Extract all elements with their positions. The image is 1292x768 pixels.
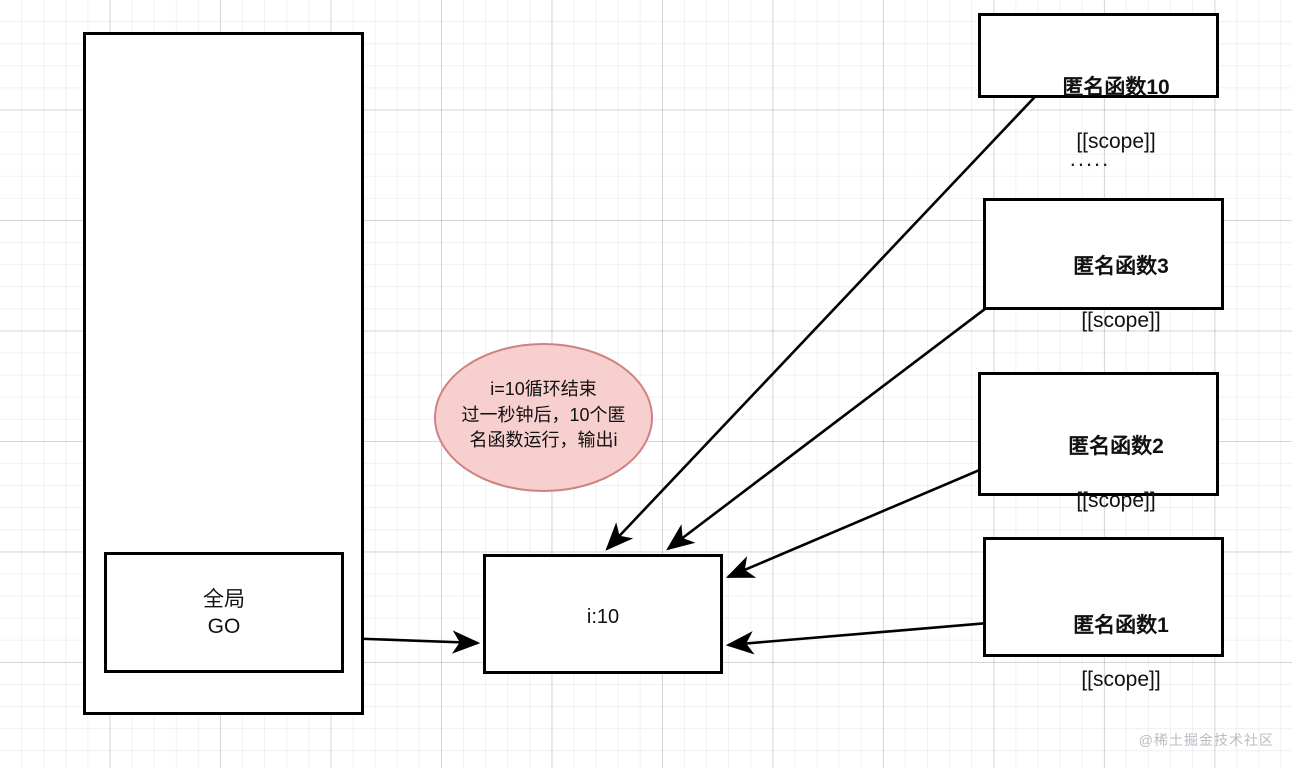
anonymous-function-10-title: 匿名函数10	[1062, 75, 1170, 99]
anonymous-function-2-title: 匿名函数2	[1068, 434, 1164, 458]
anonymous-function-3-label: 匿名函数3 [[scope]]	[986, 227, 1221, 361]
anonymous-function-1-label: 匿名函数1 [[scope]]	[986, 586, 1221, 720]
anonymous-function-2-scope: [[scope]]	[1076, 488, 1156, 512]
anonymous-function-10-scope: [[scope]]	[1076, 129, 1156, 153]
watermark: @稀土掘金技术社区	[1138, 732, 1274, 748]
anonymous-function-2-box[interactable]: 匿名函数2 [[scope]]	[978, 372, 1219, 512]
anonymous-function-1-scope: [[scope]]	[1081, 667, 1161, 691]
anonymous-function-1-box[interactable]: 匿名函数1 [[scope]]	[983, 537, 1224, 691]
global-object-box[interactable]: 全局 GO	[104, 552, 344, 673]
anonymous-function-10-label: 匿名函数10 [[scope]]	[981, 48, 1216, 182]
anonymous-function-10-box[interactable]: 匿名函数10 [[scope]]	[978, 13, 1219, 153]
annotation-ellipse[interactable]: i=10循环结束 过一秒钟后，10个匿 名函数运行，输出i	[434, 343, 653, 492]
ellipsis-label: .....	[1069, 146, 1111, 171]
anonymous-function-1-title: 匿名函数1	[1073, 613, 1169, 637]
variable-i-box[interactable]: i:10	[483, 554, 723, 674]
anonymous-function-3-title: 匿名函数3	[1073, 254, 1169, 278]
anonymous-function-2-label: 匿名函数2 [[scope]]	[981, 407, 1216, 541]
anonymous-function-3-box[interactable]: 匿名函数3 [[scope]]	[983, 198, 1224, 332]
variable-i-label: i:10	[586, 606, 620, 628]
global-object-label: 全局 GO	[203, 588, 245, 638]
annotation-ellipse-text: i=10循环结束 过一秒钟后，10个匿 名函数运行，输出i	[461, 379, 626, 451]
anonymous-function-3-scope: [[scope]]	[1081, 308, 1161, 332]
